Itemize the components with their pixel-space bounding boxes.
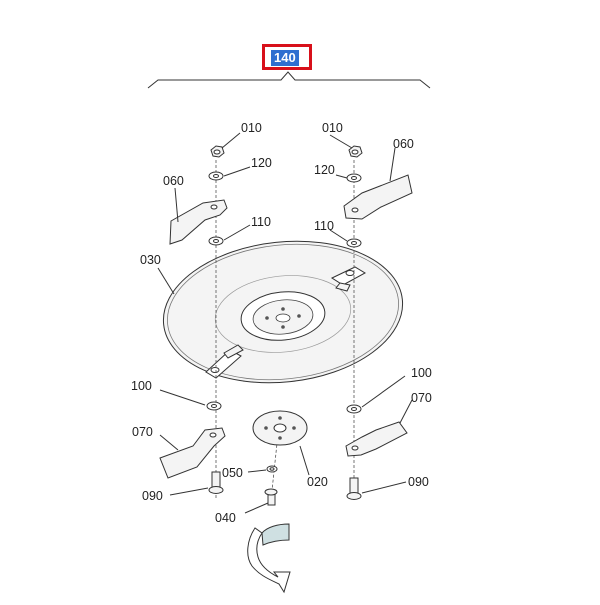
callout-010-right[interactable]: 010: [322, 121, 343, 135]
assembly-ref-highlight[interactable]: 140: [262, 44, 312, 70]
assembly-bracket: [147, 71, 431, 89]
callout-100-right[interactable]: 100: [411, 366, 432, 380]
blade-holder-left: [205, 344, 244, 379]
callout-110-left[interactable]: 110: [251, 215, 271, 229]
blade-070-right[interactable]: [345, 421, 408, 457]
callout-labels: 010 010 120 120 060 060 110 110 030 100 …: [131, 121, 432, 525]
washer-120-right[interactable]: [346, 173, 362, 183]
cutter-disc[interactable]: [156, 230, 409, 394]
washer-100-right[interactable]: [346, 404, 362, 414]
bolt-090-left[interactable]: [208, 471, 224, 494]
callout-060-right[interactable]: 060: [393, 137, 414, 151]
washer-110-right[interactable]: [346, 238, 362, 248]
washer-120-left[interactable]: [208, 171, 224, 181]
callout-100-left[interactable]: 100: [131, 379, 152, 393]
callout-020[interactable]: 020: [307, 475, 328, 489]
callout-040[interactable]: 040: [215, 511, 236, 525]
callout-110-right[interactable]: 110: [314, 219, 334, 233]
blade-holder-right: [330, 266, 367, 292]
callout-120-left[interactable]: 120: [251, 156, 272, 170]
callout-050[interactable]: 050: [222, 466, 243, 480]
washer-110-left[interactable]: [208, 236, 224, 246]
blade-060-right[interactable]: [343, 174, 413, 220]
nut-right[interactable]: [348, 145, 363, 158]
leader-lines: [157, 132, 413, 514]
callout-030[interactable]: 030: [140, 253, 161, 267]
washer-050[interactable]: [266, 465, 278, 473]
blade-070-left[interactable]: [159, 427, 226, 479]
bolt-090-right[interactable]: [346, 477, 362, 500]
axis-center: [270, 414, 281, 501]
bolt-040[interactable]: [264, 488, 278, 506]
washer-100-left[interactable]: [206, 401, 222, 411]
nut-left[interactable]: [210, 145, 225, 158]
rotation-arrow-icon: [247, 523, 291, 594]
assembly-ref-label: 140: [271, 50, 299, 66]
callout-010-left[interactable]: 010: [241, 121, 262, 135]
callout-120-right[interactable]: 120: [314, 163, 335, 177]
callout-090-right[interactable]: 090: [408, 475, 429, 489]
hub-plate-020[interactable]: [252, 410, 308, 446]
callout-070-right[interactable]: 070: [411, 391, 432, 405]
callout-060-left[interactable]: 060: [163, 174, 184, 188]
blade-060-left[interactable]: [169, 199, 228, 245]
callout-090-left[interactable]: 090: [142, 489, 163, 503]
callout-070-left[interactable]: 070: [132, 425, 153, 439]
